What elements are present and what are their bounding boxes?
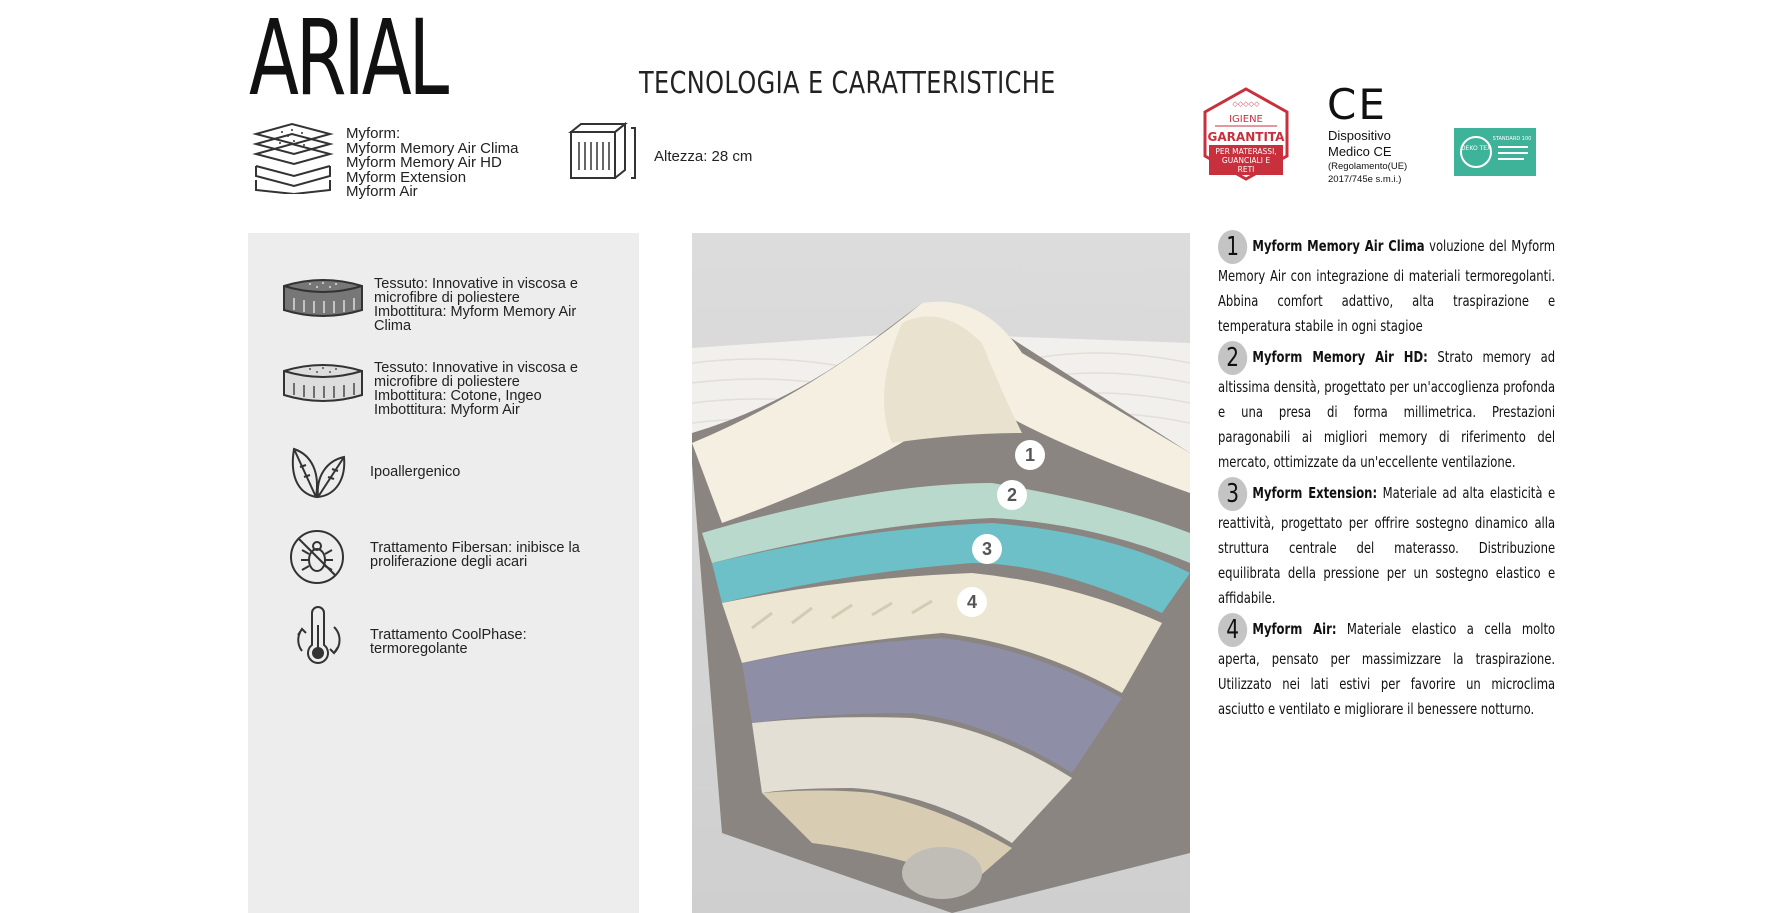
igiene-garantita-badge: ◇◇◇◇◇ IGIENE GARANTITA PER MATERASSI, GU… xyxy=(1203,87,1289,181)
ce-line: (Regolamento(UE) xyxy=(1328,161,1408,172)
feature-text: Ipoallergenico xyxy=(370,464,461,480)
ce-line: 2017/745e s.m.i.) xyxy=(1328,174,1402,185)
ce-description: Dispositivo Medico CE (Regolamento(UE) 2… xyxy=(1328,128,1407,186)
number-badge: 1 xyxy=(1218,230,1248,264)
svg-text:◇◇◇◇◇: ◇◇◇◇◇ xyxy=(1233,100,1261,108)
ce-line: Medico CE xyxy=(1328,144,1392,159)
ce-mark: CE xyxy=(1327,80,1387,129)
number-badge: 2 xyxy=(1218,341,1248,375)
igiene-sub1: PER MATERASSI, xyxy=(1215,147,1276,156)
mite-icon xyxy=(290,530,344,584)
layers-line: Myform Air xyxy=(346,183,418,200)
layers-line: Myform Extension xyxy=(346,168,467,186)
feature-line: Clima xyxy=(374,318,412,334)
layers-line: Myform: xyxy=(346,125,401,142)
leaf-icon xyxy=(291,447,346,499)
feature-line: Ipoallergenico xyxy=(370,464,461,480)
feature-line: Trattamento CoolPhase: xyxy=(370,627,527,643)
layer-marker-3: 3 xyxy=(972,534,1002,564)
igiene-main: GARANTITA xyxy=(1208,130,1286,144)
oeko-tex-logo: OEKO TEX STANDARD 100 xyxy=(1460,136,1532,168)
layer-marker-2: 2 xyxy=(997,480,1027,510)
feature-text: Trattamento CoolPhase: termoregolante xyxy=(370,627,527,657)
feature-text: Trattamento Fibersan: inibisce la prolif… xyxy=(370,540,580,570)
description-text: Materiale ad alta elasticità e reattivit… xyxy=(1218,484,1556,607)
oeko-standard: STANDARD 100 xyxy=(1493,136,1532,142)
feature-line: Imbottitura: Myform Air xyxy=(374,402,520,418)
feature-line: microfibre di poliestere xyxy=(374,290,520,306)
description-name: Myform Extension: xyxy=(1252,484,1378,502)
feature-line: Trattamento Fibersan: inibisce la xyxy=(370,540,580,556)
mattress-illustration xyxy=(692,233,1190,913)
description-name: Myform Memory Air Clima xyxy=(1252,237,1425,255)
feature-line: microfibre di poliestere xyxy=(374,374,520,390)
layer-marker-4: 4 xyxy=(957,587,987,617)
layers-line: Myform Memory Air HD xyxy=(346,154,502,171)
igiene-sub2: GUANCIALI E xyxy=(1222,156,1270,165)
mattress-height-icon xyxy=(568,122,636,179)
feature-line: Tessuto: Innovative in viscosa e xyxy=(374,360,578,376)
feature-text: Tessuto: Innovative in viscosa e microfi… xyxy=(374,276,578,334)
product-title: ARIAL xyxy=(249,0,449,119)
section-subtitle: TECNOLOGIA E CARATTERISTICHE xyxy=(639,66,1056,101)
description-text: Materiale elastico a cella molto aperta,… xyxy=(1218,620,1556,718)
height-label: Altezza: 28 cm xyxy=(654,148,753,165)
mattress-cover-light-icon xyxy=(283,364,363,402)
description-text: voluzione del Myform Memory Air con inte… xyxy=(1218,237,1556,335)
mattress-layers-icon xyxy=(252,122,334,194)
ce-line: Dispositivo xyxy=(1328,128,1391,143)
layers-list: Myform: Myform Memory Air Clima Myform M… xyxy=(346,125,519,200)
feature-line: proliferazione degli acari xyxy=(370,554,528,570)
igiene-sub3: RETI xyxy=(1238,165,1255,174)
thermometer-icon xyxy=(297,606,341,664)
description-text: Strato memory ad altissima densità, prog… xyxy=(1218,348,1556,471)
feature-line: Tessuto: Innovative in viscosa e xyxy=(374,276,578,292)
oeko-label: OEKO TEX xyxy=(1461,145,1491,152)
feature-text: Tessuto: Innovative in viscosa e microfi… xyxy=(374,360,578,418)
feature-line: termoregolante xyxy=(370,641,468,657)
number-badge: 4 xyxy=(1218,613,1248,647)
oeko-tex-badge: OEKO TEX STANDARD 100 xyxy=(1454,128,1536,176)
feature-line: Imbottitura: Cotone, Ingeo xyxy=(374,388,542,404)
features-panel: Tessuto: Innovative in viscosa e microfi… xyxy=(248,233,639,913)
description-name: Myform Air: xyxy=(1252,620,1337,638)
feature-line: Imbottitura: Myform Memory Air xyxy=(374,304,577,320)
mattress-section-image: 1 2 3 4 xyxy=(692,233,1190,913)
number-badge: 3 xyxy=(1218,477,1248,511)
layers-line: Myform Memory Air Clima xyxy=(346,139,519,157)
description-name: Myform Memory Air HD: xyxy=(1252,348,1428,366)
mattress-cover-dark-icon xyxy=(283,279,363,317)
igiene-top: IGIENE xyxy=(1229,114,1263,125)
layer-marker-1: 1 xyxy=(1015,440,1045,470)
